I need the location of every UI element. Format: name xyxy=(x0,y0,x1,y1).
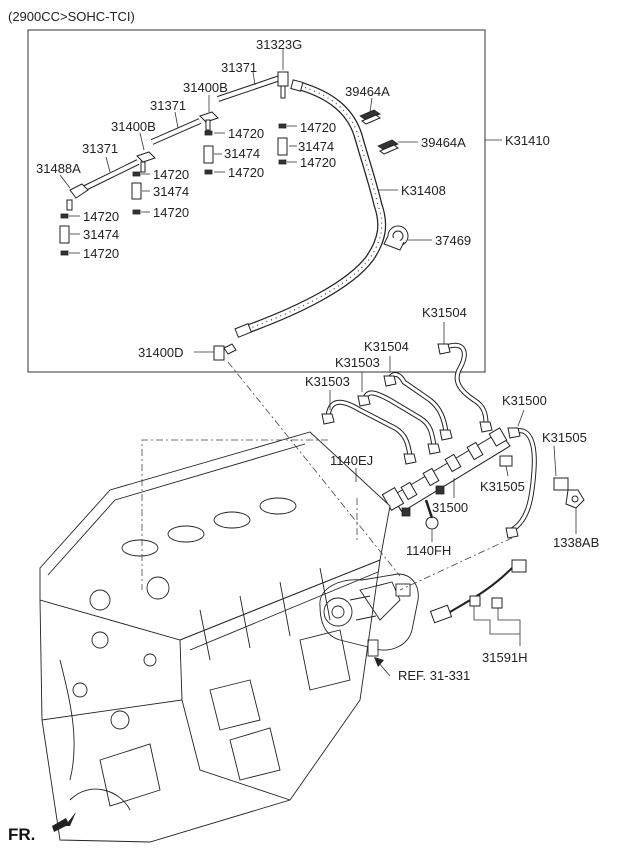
label-K31408: K31408 xyxy=(401,183,446,198)
high-pressure-pipes xyxy=(321,342,537,539)
label-K31503-a: K31503 xyxy=(335,355,380,370)
front-direction-arrow xyxy=(52,812,76,832)
label-37469: 37469 xyxy=(435,233,471,248)
label-31400B-mid: 31400B xyxy=(111,119,156,134)
label-31371-mid: 31371 xyxy=(150,98,186,113)
label-1338AB: 1338AB xyxy=(553,535,599,550)
hose-clips xyxy=(359,109,399,155)
label-31488A: 31488A xyxy=(36,161,81,176)
label-14720-d: 14720 xyxy=(300,155,336,170)
label-K31504-b: K31504 xyxy=(364,339,409,354)
wiring-harness-31591H xyxy=(429,559,527,624)
label-39464A-a: 39464A xyxy=(345,84,390,99)
engine-spec-caption: (2900CC>SOHC-TCI) xyxy=(8,9,135,24)
label-14720-f: 14720 xyxy=(153,205,189,220)
label-31323G: 31323G xyxy=(256,37,302,52)
clamps-and-sleeves xyxy=(59,123,288,256)
label-31474-b: 31474 xyxy=(298,139,334,154)
fuel-line-kit-boundary xyxy=(27,29,486,373)
label-31400B-top: 31400B xyxy=(183,80,228,95)
label-14720-b: 14720 xyxy=(228,165,264,180)
high-pressure-pump xyxy=(319,573,419,657)
label-K31505-a: K31505 xyxy=(542,430,587,445)
label-1140EJ: 1140EJ xyxy=(330,453,373,468)
ref-label: REF. 31-331 xyxy=(398,668,470,683)
part-labels: 31323G 31371 31400B 31371 31400B 31371 3… xyxy=(36,37,599,683)
label-K31500: K31500 xyxy=(502,393,547,408)
label-31474-c: 31474 xyxy=(153,184,189,199)
label-K31503-b: K31503 xyxy=(305,374,350,389)
engine-block xyxy=(39,431,391,843)
label-14720-h: 14720 xyxy=(83,246,119,261)
leader-lines xyxy=(59,48,432,353)
reference-lines xyxy=(141,361,513,591)
return-hose-k31408 xyxy=(234,79,387,338)
label-31371-low: 31371 xyxy=(82,141,118,156)
hose-bracket-37469 xyxy=(383,225,409,251)
label-14720-e: 14720 xyxy=(153,167,189,182)
front-label: FR. xyxy=(8,825,35,844)
leader-lines-lower xyxy=(329,322,577,646)
common-rail-31500 xyxy=(381,427,511,517)
label-31500: 31500 xyxy=(432,500,468,515)
label-14720-g: 14720 xyxy=(83,209,119,224)
label-31400D: 31400D xyxy=(138,345,184,360)
label-K31504-a: K31504 xyxy=(422,305,467,320)
label-14720-c: 14720 xyxy=(300,120,336,135)
label-14720-a: 14720 xyxy=(228,126,264,141)
label-31474-d: 31474 xyxy=(83,227,119,242)
label-K31505-b: K31505 xyxy=(480,479,525,494)
leak-off-tubes xyxy=(66,71,289,361)
label-1140FH: 1140FH xyxy=(406,543,451,558)
label-K31410: K31410 xyxy=(505,133,550,148)
label-31474-a: 31474 xyxy=(224,146,260,161)
label-39464A-b: 39464A xyxy=(421,135,466,150)
label-31371-top: 31371 xyxy=(221,60,257,75)
ref-arrow xyxy=(374,657,391,677)
label-31591H: 31591H xyxy=(482,650,528,665)
